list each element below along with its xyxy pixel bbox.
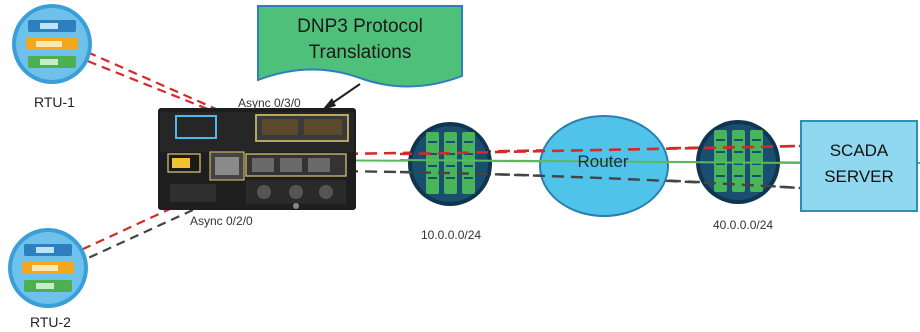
dnp3-callout <box>257 5 463 110</box>
callout-arrowhead-icon <box>322 98 336 110</box>
switch-left-icon <box>408 122 492 206</box>
network-label-left: 10.0.0.0/24 <box>421 228 482 242</box>
overlay-lines <box>399 144 801 190</box>
industrial-router-chassis <box>158 108 356 210</box>
scada-server-label: SCADA SERVER <box>802 138 916 190</box>
port-label-async-030: Async 0/3/0 <box>238 96 301 110</box>
rtu1-label: RTU-1 <box>34 94 75 110</box>
scada-server-box: SCADA SERVER <box>800 120 918 212</box>
module-slot-icon <box>175 115 217 139</box>
rtu2-icon <box>8 228 88 308</box>
rtu1-dnp3-link <box>59 38 269 134</box>
network-label-right: 40.0.0.0/24 <box>713 218 774 232</box>
router-label: Router <box>577 152 629 171</box>
rtu2-dnp3-link <box>54 195 199 263</box>
port-label-async-020: Async 0/2/0 <box>190 214 253 228</box>
callout-line-1: DNP3 Protocol <box>297 16 423 37</box>
callout-line-2: Translations <box>308 42 412 63</box>
rtu2-label: RTU-2 <box>30 314 71 330</box>
server-line-1: SCADA <box>829 141 889 160</box>
rtu1-icon <box>12 4 92 84</box>
rtu2-serial-link <box>61 203 207 271</box>
callout-text: DNP3 Protocol Translations <box>262 14 458 66</box>
server-line-2: SERVER <box>824 167 894 186</box>
router-icon <box>539 115 669 217</box>
